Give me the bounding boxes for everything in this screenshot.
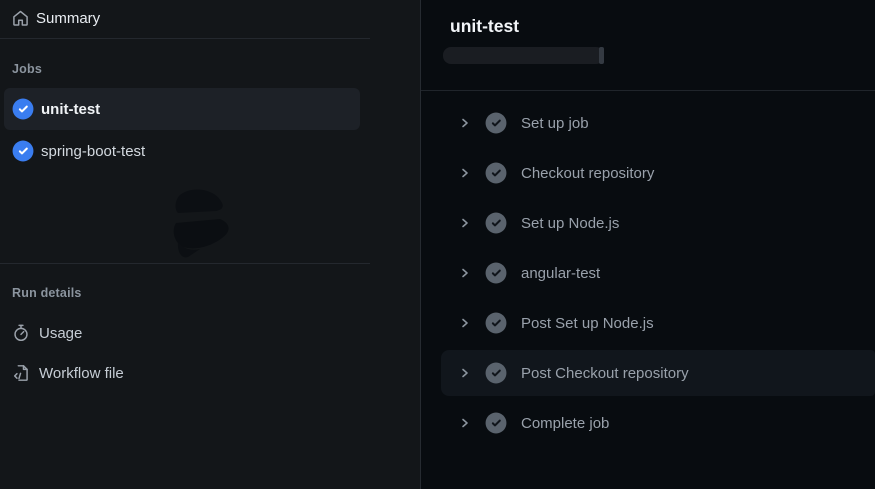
- section-header-jobs: Jobs: [12, 62, 42, 76]
- sidebar-job-spring-boot-test[interactable]: spring-boot-test: [4, 130, 360, 172]
- sidebar-divider: [0, 38, 370, 39]
- step-row-set-up-nodejs[interactable]: Set up Node.js: [441, 198, 875, 248]
- step-label: Set up job: [521, 114, 589, 132]
- chevron-right-icon: [459, 267, 471, 279]
- chevron-right-icon: [459, 217, 471, 229]
- header-divider: [421, 90, 875, 91]
- sidebar: Summary Jobs unit-test spring-boot-test …: [0, 0, 421, 489]
- chevron-right-icon: [459, 117, 471, 129]
- check-circle-icon: [485, 262, 507, 284]
- sidebar-job-unit-test[interactable]: unit-test: [4, 88, 360, 130]
- step-label: Complete job: [521, 414, 610, 432]
- sidebar-item-usage[interactable]: Usage: [0, 312, 360, 354]
- job-label: spring-boot-test: [41, 142, 146, 160]
- skeleton-caret: [599, 47, 604, 64]
- chevron-right-icon: [459, 367, 471, 379]
- sidebar-divider: [0, 263, 370, 264]
- step-row-angular-test[interactable]: angular-test: [441, 248, 875, 298]
- check-circle-icon: [485, 362, 507, 384]
- chevron-right-icon: [459, 417, 471, 429]
- step-label: Set up Node.js: [521, 214, 620, 232]
- check-circle-icon: [485, 112, 507, 134]
- step-row-post-checkout-repository[interactable]: Post Checkout repository: [441, 350, 875, 396]
- step-row-complete-job[interactable]: Complete job: [441, 398, 875, 448]
- sidebar-item-workflow-file[interactable]: Workflow file: [0, 352, 360, 394]
- step-list: Set up job Checkout repository Set up No…: [421, 98, 875, 448]
- sidebar-item-label: Summary: [36, 9, 101, 27]
- step-label: Post Set up Node.js: [521, 314, 654, 332]
- check-circle-icon: [12, 140, 34, 162]
- step-label: Checkout repository: [521, 164, 655, 182]
- step-row-post-set-up-nodejs[interactable]: Post Set up Node.js: [441, 298, 875, 348]
- step-row-checkout-repository[interactable]: Checkout repository: [441, 148, 875, 198]
- loading-skeleton: [443, 47, 604, 64]
- chevron-right-icon: [459, 317, 471, 329]
- check-circle-icon: [485, 212, 507, 234]
- stopwatch-icon: [12, 324, 30, 342]
- step-label: angular-test: [521, 264, 601, 282]
- section-header-run-details: Run details: [12, 286, 82, 300]
- job-label: unit-test: [41, 100, 101, 118]
- file-code-icon: [12, 364, 30, 382]
- check-circle-icon: [485, 412, 507, 434]
- chevron-right-icon: [459, 167, 471, 179]
- job-title: unit-test: [450, 16, 520, 36]
- check-circle-icon: [12, 98, 34, 120]
- check-circle-icon: [485, 312, 507, 334]
- step-label: Post Checkout repository: [521, 364, 689, 382]
- sidebar-item-label: Workflow file: [39, 364, 124, 382]
- sidebar-item-label: Usage: [39, 324, 83, 342]
- watermark-blob: [173, 189, 229, 258]
- sidebar-item-summary[interactable]: Summary: [0, 0, 360, 36]
- home-icon: [12, 10, 29, 27]
- step-row-set-up-job[interactable]: Set up job: [441, 98, 875, 148]
- job-detail-panel: unit-test Set up job Checkout repository: [421, 0, 875, 489]
- check-circle-icon: [485, 162, 507, 184]
